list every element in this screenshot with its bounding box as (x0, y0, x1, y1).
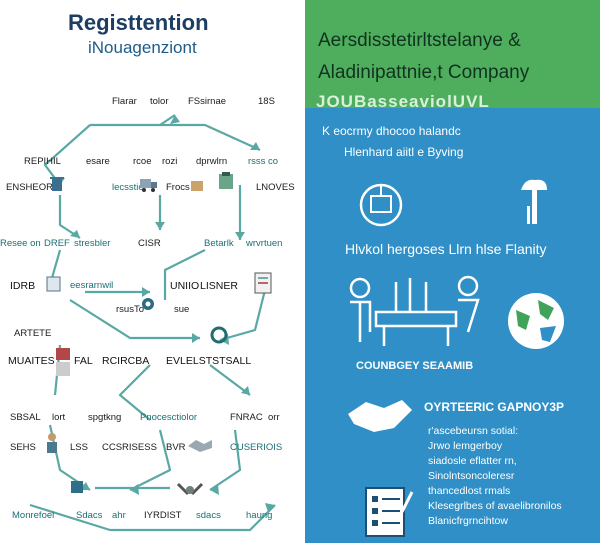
label-r3-d: LNOVES (256, 182, 295, 193)
label-r6-b: sue (174, 304, 190, 315)
label-r5-b: eesrarnwil (70, 280, 114, 291)
intro-line-1: K eocrmy dhocoo halandc (322, 124, 461, 138)
label-top-c: FSsirnae (188, 96, 227, 107)
right-title-line-1: Aersdisstetirltstelanye & (318, 30, 521, 51)
label-r9-c: spgtkng (88, 412, 122, 423)
right-header (305, 0, 600, 108)
label-r2-b: esare (86, 156, 110, 167)
gear-icon (142, 298, 154, 310)
section-1-heading: Hlvkol hergoses Llrn hlse Flanity (345, 241, 547, 257)
bullet-item: siadosle eflatter rn, (428, 455, 517, 467)
left-panel: Registtention iNouagenziont Flarar tolor… (0, 10, 295, 532)
bullet-item: Sinolntsoncoleresr (428, 470, 515, 482)
label-r8-c: RCIRCBA (102, 355, 150, 367)
bullet-item: Jrwo lemgerboy (428, 440, 503, 452)
compass-document-icon (359, 183, 403, 227)
label-r2-c: rcoe (133, 156, 152, 167)
label-r4-b: DREF (44, 238, 70, 249)
tools-icon (176, 482, 204, 496)
label-r2-e: dprwlrn (196, 156, 228, 167)
diagram-title: Registtention (68, 10, 209, 35)
section-3-heading: OYRTEERIC GAPNOY3P (424, 400, 565, 414)
bullet-item: Blanicfrgrncihtow (428, 515, 508, 527)
label-r4-c: stresbler (74, 238, 111, 249)
ring-icon (210, 326, 228, 344)
label-r4-a: Resee on (0, 238, 41, 249)
label-r4-d: CISR (138, 238, 161, 249)
label-bot-d: IYRDIST (144, 510, 182, 521)
label-bot-c: ahr (112, 510, 126, 521)
label-r10-c: CCSRISESS (102, 442, 157, 453)
label-r10-a: SEHS (10, 442, 36, 453)
label-r9-e: FNRAC (230, 412, 263, 423)
label-r9-f: orr (268, 412, 280, 423)
bullet-list: r'ascebeursn sotial: Jrwo lemgerboy siad… (428, 425, 562, 527)
label-r9-d: Pnocesctiolor (140, 412, 198, 423)
label-r3-b: lecsstic (112, 182, 144, 193)
right-title-line-3: JOUBasseaviolUVL (316, 92, 490, 111)
label-r5-c: UNIIO (170, 280, 200, 292)
label-r10-e: CUSERIOIS (230, 442, 283, 453)
label-r7-a: ARTETE (14, 328, 52, 339)
label-r2-d: rozi (162, 156, 178, 167)
label-r8-d: EVLELSTSTSALL (166, 355, 252, 367)
box-icon (191, 181, 203, 191)
handshake-icon (188, 440, 212, 452)
label-bot-b: Sdacs (76, 510, 103, 521)
checklist-icon (365, 487, 414, 537)
label-r2-a: REPIHIL (24, 156, 61, 167)
label-r3-c: Frocs (166, 182, 190, 193)
bullet-item: r'ascebeursn sotial: (428, 425, 519, 437)
intro-line-2: Hlenhard aiitl e Byving (344, 145, 464, 159)
label-r2-f: rsss co (248, 156, 279, 167)
label-r5-d: LISNER (200, 280, 238, 292)
stacked-box-icon (56, 348, 70, 376)
label-bot-e: sdacs (196, 510, 221, 521)
label-r9-a: SBSAL (10, 412, 41, 423)
clipboard-icon (219, 172, 233, 189)
bullet-item: thancedlost rmals (428, 485, 511, 497)
person-icon (47, 433, 57, 453)
label-top-a: Flarar (112, 96, 137, 107)
truck-icon (140, 179, 157, 192)
team-meeting-icon (349, 275, 480, 346)
bin-icon (50, 177, 64, 191)
diagram-subtitle: iNouagenziont (88, 38, 197, 57)
file-card-icon (254, 272, 272, 294)
label-r3-a: ENSHEORE (6, 182, 60, 193)
label-r5-a: IDRB (10, 280, 36, 292)
label-r8-a: MUAITES (8, 355, 55, 367)
label-r4-f: wrvrtuen (246, 238, 283, 249)
label-r4-e: Betarlk (204, 238, 234, 249)
bullet-item: Klesegrlbes of avaelibronilos (428, 500, 562, 512)
label-r8-b: FAL (74, 355, 93, 367)
section-2-heading: COUNBGEY SEAAMIB (356, 360, 474, 372)
label-r10-d: BVR (166, 442, 186, 453)
label-r10-b: LSS (70, 442, 88, 453)
label-top-d: 18S (258, 96, 275, 107)
right-title-line-2: Aladinipattnie,t Company (318, 62, 530, 83)
document-icon (46, 276, 61, 292)
signpost-icon (521, 179, 547, 224)
label-bot-a: Monrefoel (12, 510, 55, 521)
label-bot-f: haung (246, 510, 273, 521)
label-top-b: tolor (150, 96, 169, 107)
globe-icon (508, 293, 564, 349)
handshake-icon (348, 400, 412, 432)
label-r6-a: rsusTo (116, 304, 144, 315)
pin-icon (71, 481, 83, 493)
label-r9-b: lort (52, 412, 66, 423)
